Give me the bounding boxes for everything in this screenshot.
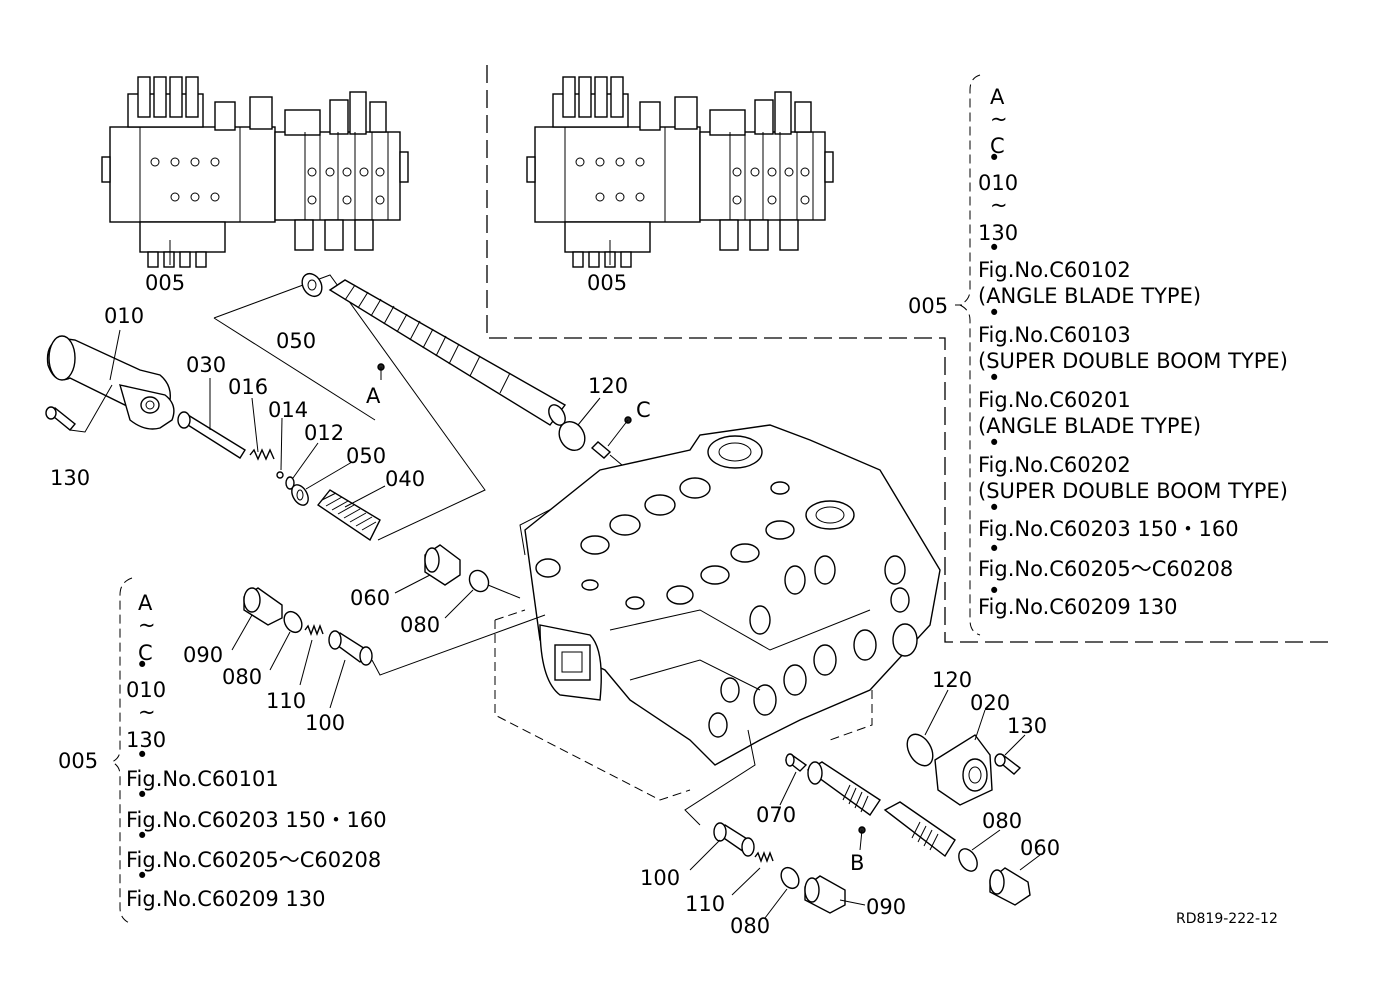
spool-assembly: A xyxy=(45,272,632,556)
thumbnail-right: 005 xyxy=(526,76,834,295)
callout-014: 014 xyxy=(268,398,308,422)
right-note-line: Fig.No.C60209 130 xyxy=(978,595,1177,619)
callout-070: 070 xyxy=(756,803,796,827)
left-note-line: 130 xyxy=(126,728,166,752)
callout-120-top: 120 xyxy=(588,374,628,398)
right-note-line: ~ xyxy=(990,107,1008,131)
left-note-line: ~ xyxy=(138,700,156,724)
right-note-frame xyxy=(486,65,1335,643)
left-note-line: ~ xyxy=(138,613,156,637)
left-note-line: Fig.No.C60203 150・160 xyxy=(126,808,387,832)
callout-110-bottom: 110 xyxy=(685,892,725,916)
callout-080-bottom: 080 xyxy=(730,914,770,938)
right-note-line: 010 xyxy=(978,171,1018,195)
valve-body xyxy=(494,424,941,801)
left-note-line: Fig.No.C60205～C60208 xyxy=(126,848,381,872)
thumbnail-left: 005 xyxy=(101,76,409,295)
right-note-line: Fig.No.C60103 xyxy=(978,323,1131,347)
left-note-line: C xyxy=(138,641,153,665)
left-note-line: A xyxy=(138,591,153,615)
right-note-label: 005 xyxy=(908,294,948,318)
right-note-line: • xyxy=(988,146,1000,170)
callout-C: C xyxy=(636,398,651,422)
right-note-line: ~ xyxy=(990,193,1008,217)
callout-080-left: 080 xyxy=(400,613,440,637)
thumbnail-left-label: 005 xyxy=(145,271,185,295)
right-note-line: (ANGLE BLADE TYPE) xyxy=(978,414,1201,438)
right-note-line: Fig.No.C60202 xyxy=(978,453,1131,477)
callout-A: A xyxy=(366,384,381,408)
right-note-line: A xyxy=(990,85,1005,109)
left-note-label: 005 xyxy=(58,749,98,773)
right-note: 005 A~C•010~130•Fig.No.C60102(ANGLE BLAD… xyxy=(908,85,1288,619)
left-small-parts xyxy=(231,544,546,709)
right-note-line: • xyxy=(988,431,1000,455)
left-note-line: 010 xyxy=(126,678,166,702)
lower-right-parts xyxy=(684,689,1041,919)
callout-B: B xyxy=(850,851,864,875)
callout-050-top: 050 xyxy=(276,329,316,353)
right-note-line: 130 xyxy=(978,221,1018,245)
right-note-line: (SUPER DOUBLE BOOM TYPE) xyxy=(978,479,1288,503)
callout-110-left: 110 xyxy=(266,689,306,713)
right-note-line: Fig.No.C60203 150・160 xyxy=(978,517,1239,541)
callout-130-top: 130 xyxy=(50,466,90,490)
callout-090-left: 090 xyxy=(183,643,223,667)
callout-040: 040 xyxy=(385,467,425,491)
callout-020: 020 xyxy=(970,691,1010,715)
right-note-line: • xyxy=(988,301,1000,325)
right-note-line: (SUPER DOUBLE BOOM TYPE) xyxy=(978,349,1288,373)
callout-060-left: 060 xyxy=(350,586,390,610)
right-note-line: Fig.No.C60201 xyxy=(978,388,1131,412)
callout-016: 016 xyxy=(228,375,268,399)
left-note-line: • xyxy=(136,783,148,807)
right-note-line: Fig.No.C60205～C60208 xyxy=(978,557,1233,581)
callout-050-lower: 050 xyxy=(346,444,386,468)
callout-060-right: 060 xyxy=(1020,836,1060,860)
callout-120-right: 120 xyxy=(932,668,972,692)
drawing-code: RD819-222-12 xyxy=(1176,911,1278,927)
right-note-line: • xyxy=(988,366,1000,390)
left-note-frame xyxy=(110,577,133,925)
callout-100-bottom: 100 xyxy=(640,866,680,890)
left-note-line: • xyxy=(136,824,148,848)
right-note-line: • xyxy=(988,496,1000,520)
left-note-line: Fig.No.C60209 130 xyxy=(126,887,325,911)
left-note-line: • xyxy=(136,864,148,888)
left-note-line: Fig.No.C60101 xyxy=(126,767,279,791)
callout-100-left: 100 xyxy=(305,711,345,735)
right-note-line: (ANGLE BLADE TYPE) xyxy=(978,284,1201,308)
left-note-line: • xyxy=(136,743,148,767)
callout-030: 030 xyxy=(186,353,226,377)
left-note-line: • xyxy=(136,653,148,677)
right-note-line: • xyxy=(988,236,1000,260)
callout-080-left-2: 080 xyxy=(222,665,262,689)
thumbnail-right-label: 005 xyxy=(587,271,627,295)
callout-010: 010 xyxy=(104,304,144,328)
right-note-line: C xyxy=(990,134,1005,158)
callout-080-right: 080 xyxy=(982,809,1022,833)
callout-130-right: 130 xyxy=(1007,714,1047,738)
right-note-line: • xyxy=(988,579,1000,603)
right-note-line: • xyxy=(988,537,1000,561)
callout-090-bottom: 090 xyxy=(866,895,906,919)
callout-012: 012 xyxy=(304,421,344,445)
right-note-line: Fig.No.C60102 xyxy=(978,258,1131,282)
left-note: 005 A~C•010~130•Fig.No.C60101•Fig.No.C60… xyxy=(58,591,387,911)
